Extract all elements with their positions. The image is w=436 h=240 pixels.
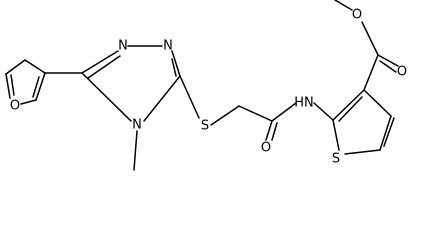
amide-nh-label: HN [294,96,314,111]
thiophene-double [383,117,395,147]
furan-oxygen-label: O [10,99,20,114]
furan-bond [20,99,37,105]
furan-bond [5,73,11,99]
structure-svg: O N N N S O HN O O S [5,0,407,171]
carbonyl-double [271,122,278,141]
thiophene-bond [332,119,340,151]
ester-carbonyl-oxygen-label: O [397,65,407,80]
triazole-bond [81,72,132,122]
furan-bond [24,59,46,74]
ester-double [379,60,397,73]
furan-bond [35,72,46,101]
thioether-bond [210,105,240,126]
ester-bond [377,54,399,67]
amide-bond [313,102,334,121]
ester-bond [363,54,379,91]
atom-labels: O N N N S O HN O O S [10,8,407,167]
ester-ether-oxygen-label: O [352,8,362,23]
thiophene-bond [332,89,365,121]
thiophene-bond [363,89,392,117]
ester-methyl-bond [334,0,353,11]
triazole-bond [81,50,119,74]
chain-bond [238,105,273,122]
methyl-bond [133,130,138,171]
thiophene-bond [344,149,381,155]
furan-bond [5,59,26,75]
triazole-n1-label: N [118,39,128,54]
amide-oxygen-label: O [261,141,271,156]
furan-double [10,74,15,96]
amide-bond [271,102,297,122]
molecule-drawing: O N N N S O HN O O S [5,0,407,171]
triazole-double [171,58,177,77]
thiophene-sulfur-label: S [332,152,340,167]
thioether-sulfur-label: S [201,119,209,134]
triazole-n2-label: N [163,39,173,54]
bond-lines [5,0,399,171]
triazole-n4-label: N [132,118,142,133]
triazole-bond [143,75,181,122]
triazole-bond [171,50,181,77]
furan-double [32,76,40,98]
carbonyl-bond [265,120,273,141]
thiophene-bond [379,115,392,151]
ester-bond [361,21,379,56]
thiophene-double [338,96,363,122]
triazole-double [87,55,121,79]
thioether-bond [179,75,200,119]
